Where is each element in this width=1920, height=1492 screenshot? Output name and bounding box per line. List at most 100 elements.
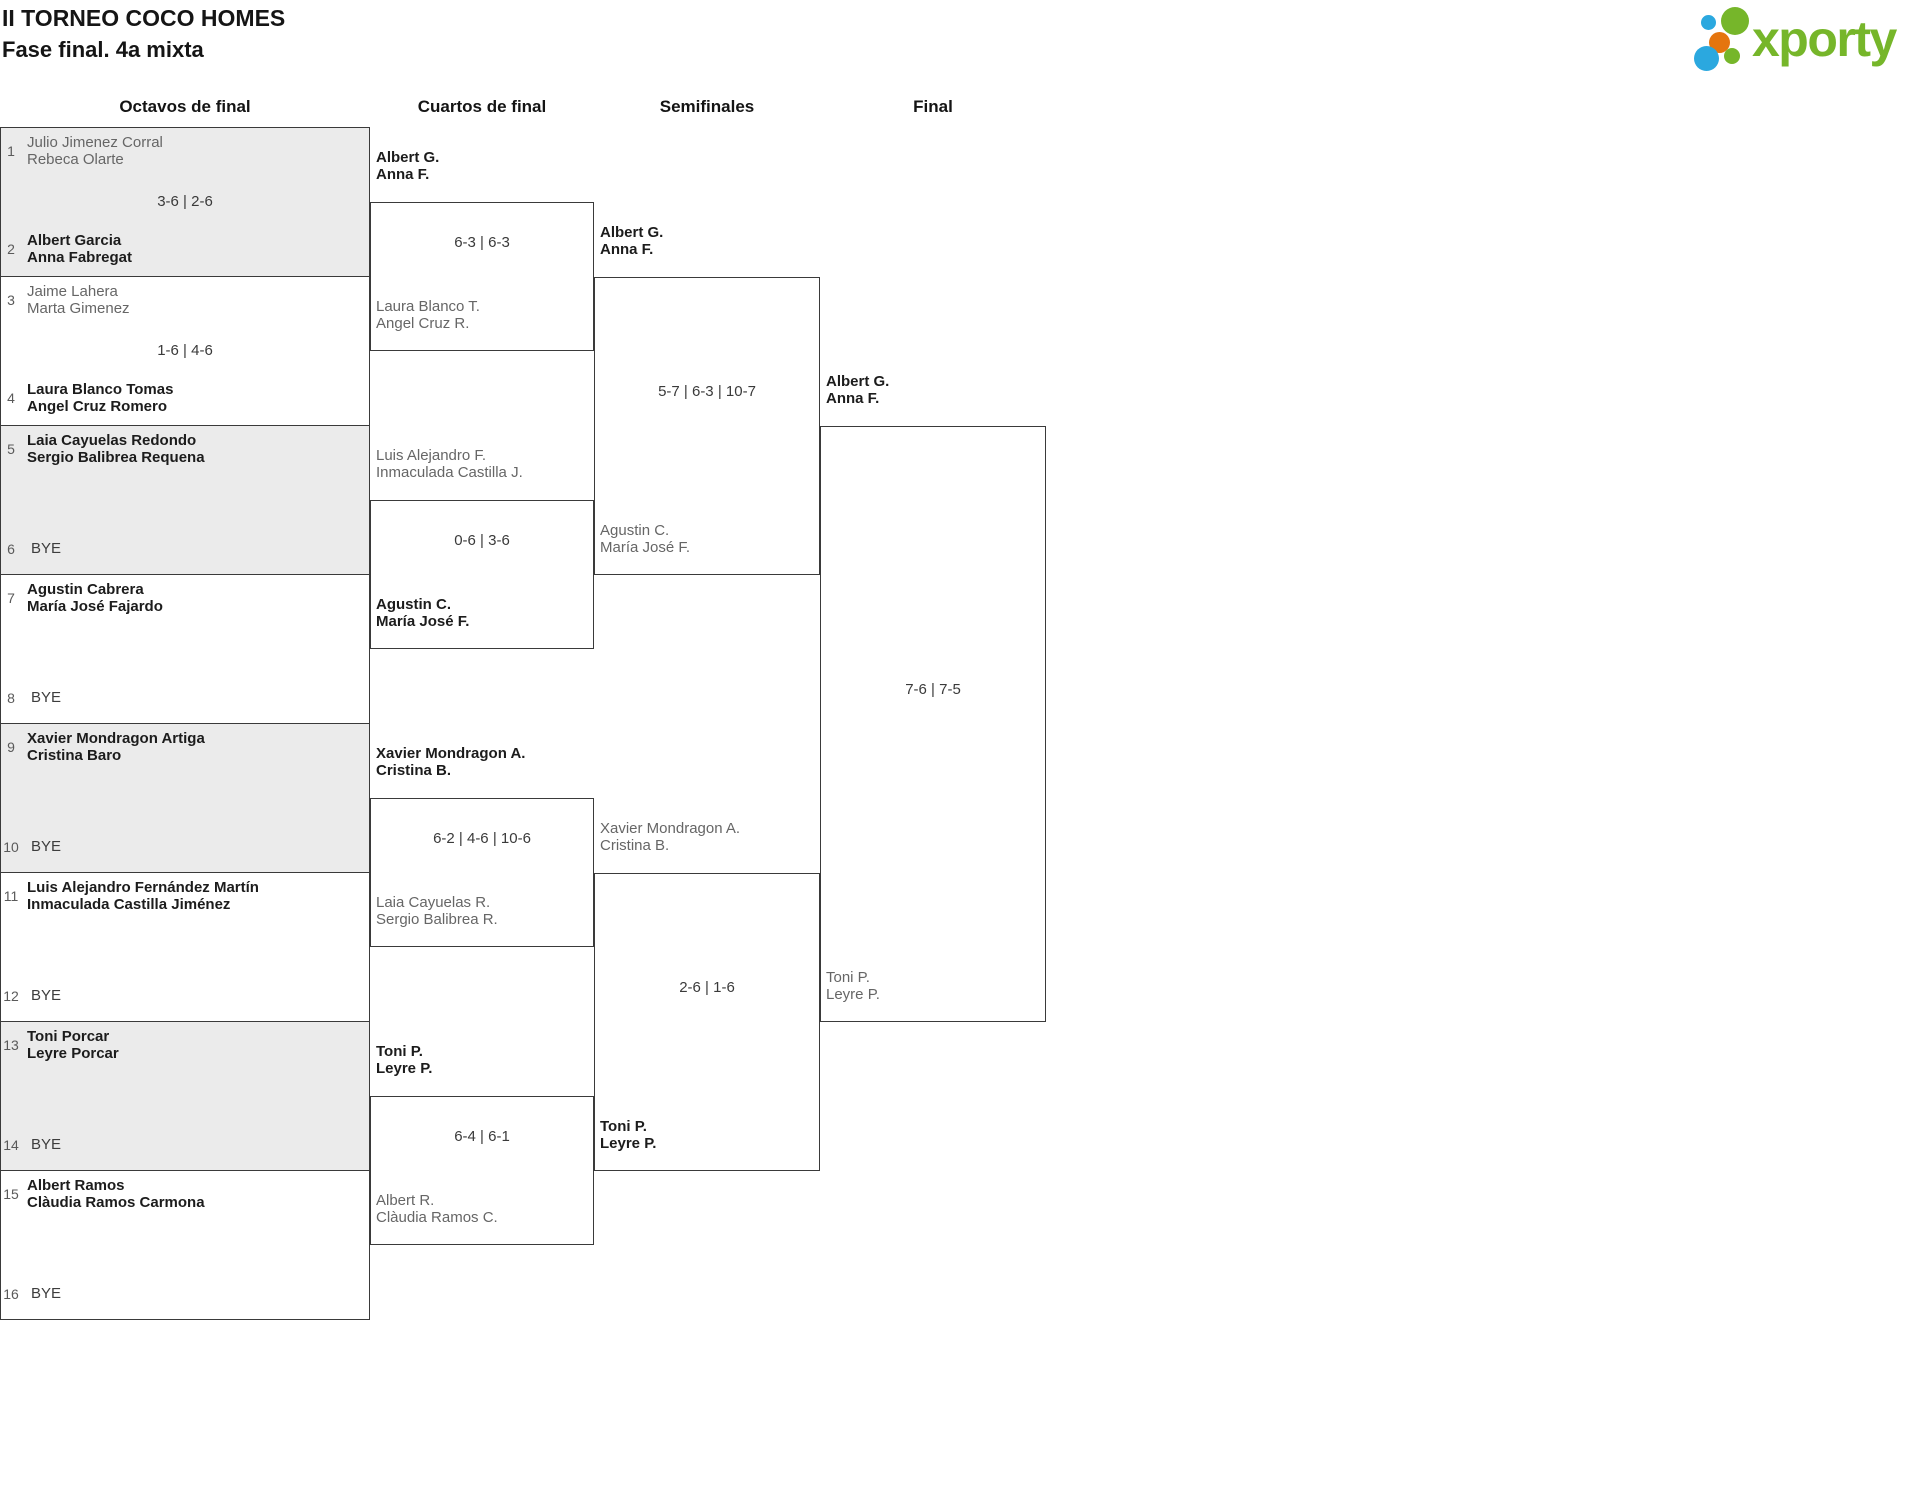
- seed-number: 3: [7, 292, 15, 308]
- team-name-line: Sergio Balibrea Requena: [27, 449, 205, 466]
- team-name: Toni P.Leyre P.: [826, 969, 1044, 1003]
- match-score: 2-6 | 1-6: [679, 979, 735, 996]
- match-box-quarterfinals-4: [370, 1096, 594, 1245]
- team-name-line: Laura Blanco T.: [376, 298, 480, 315]
- team-name: Laia Cayuelas R.Sergio Balibrea R.: [376, 894, 592, 928]
- team-name-line: Leyre P.: [376, 1060, 433, 1077]
- team-name: Albert G.Anna F.: [376, 149, 592, 183]
- seed-number: 11: [3, 888, 19, 904]
- page-title: II TORNEO COCO HOMES: [2, 5, 286, 31]
- team-name-line: Albert Ramos: [27, 1177, 125, 1194]
- team-name-line: Laura Blanco Tomas: [27, 381, 174, 398]
- match-score: 0-6 | 3-6: [454, 532, 510, 549]
- seed-number: 9: [7, 739, 15, 755]
- column-header-final: Final: [913, 97, 953, 116]
- seed-number: 8: [7, 689, 15, 706]
- seed-number: 16: [3, 1285, 19, 1302]
- team-name-line: Cristina B.: [376, 762, 452, 779]
- match-box-r16-1: [0, 127, 370, 277]
- seed-number: 14: [3, 1136, 19, 1153]
- match-box-r16-6: [0, 872, 370, 1022]
- seed-number: 2: [7, 241, 15, 257]
- team-name: Laura Blanco T.Angel Cruz R.: [376, 298, 592, 332]
- match-score: 7-6 | 7-5: [905, 681, 961, 698]
- bye-label: BYE: [31, 987, 62, 1004]
- bye-label: BYE: [31, 540, 62, 557]
- seed-number: 5: [7, 441, 15, 457]
- seed-number: 12: [3, 987, 19, 1004]
- match-box-r16-5: [0, 723, 370, 873]
- team-name-line: Clàudia Ramos Carmona: [27, 1194, 205, 1211]
- team-name-line: Julio Jimenez Corral: [27, 134, 163, 151]
- seed-number: 7: [7, 590, 15, 606]
- team-name-line: Laia Cayuelas R.: [376, 894, 491, 911]
- match-box-quarterfinals-2: [370, 500, 594, 649]
- xporty-logo[interactable]: xporty: [1686, 2, 1920, 78]
- match-box-semifinals-1: [594, 277, 820, 575]
- match-score: 5-7 | 6-3 | 10-7: [658, 383, 756, 400]
- team-name-line: Agustin C.: [376, 596, 451, 613]
- team-name: Agustin C.María José F.: [376, 596, 592, 630]
- team-name: Albert G.Anna F.: [600, 224, 818, 258]
- bye-label: BYE: [31, 1285, 62, 1302]
- match-box-quarterfinals-1: [370, 202, 594, 351]
- team-name: Albert G.Anna F.: [826, 373, 1044, 407]
- match-box-r16-4: [0, 574, 370, 724]
- match-score: 6-2 | 4-6 | 10-6: [433, 830, 531, 847]
- match-box-quarterfinals-3: [370, 798, 594, 947]
- team-name-line: Agustin C.: [600, 522, 670, 539]
- logo-dot-green-large: [1721, 7, 1749, 35]
- team-name-line: Toni P.: [600, 1118, 647, 1135]
- team-name-line: María José F.: [376, 613, 470, 630]
- team-name-line: Anna F.: [600, 241, 654, 258]
- team-name-line: Inmaculada Castilla Jiménez: [27, 896, 231, 913]
- team-name-line: Leyre Porcar: [27, 1045, 119, 1062]
- team-name-line: Inmaculada Castilla J.: [376, 464, 523, 481]
- team-name-line: Cristina B.: [600, 837, 670, 854]
- logo-dot-blue-large: [1694, 46, 1719, 71]
- team-name-line: Luis Alejandro F.: [376, 447, 487, 464]
- team-name-line: Albert Garcia: [27, 232, 122, 249]
- team-name-line: Rebeca Olarte: [27, 151, 124, 168]
- team-name-line: Cristina Baro: [27, 747, 122, 764]
- seed-number: 15: [3, 1186, 19, 1202]
- team-name-line: Toni P.: [376, 1043, 423, 1060]
- match-box-r16-3: [0, 425, 370, 575]
- logo-text: xporty: [1752, 11, 1897, 67]
- team-name-line: Angel Cruz R.: [376, 315, 470, 332]
- match-box-final-1: [820, 426, 1046, 1022]
- team-name-line: Leyre P.: [826, 986, 880, 1003]
- match-box-r16-7: [0, 1021, 370, 1171]
- logo-dot-blue-small: [1701, 15, 1716, 30]
- team-name-line: Marta Gimenez: [27, 300, 130, 317]
- team-name-line: Anna F.: [376, 166, 430, 183]
- column-header-semifinales: Semifinales: [659, 97, 755, 116]
- team-name-line: Albert R.: [376, 1192, 435, 1209]
- seed-number: 1: [7, 143, 15, 159]
- team-name-line: Laia Cayuelas Redondo: [27, 432, 197, 449]
- match-box-r16-2: [0, 276, 370, 426]
- seed-number: 10: [3, 838, 19, 855]
- team-name-line: Xavier Mondragon A.: [600, 820, 741, 837]
- team-name-line: Toni Porcar: [27, 1028, 110, 1045]
- team-name-line: Sergio Balibrea R.: [376, 911, 498, 928]
- team-name-line: Albert G.: [826, 373, 890, 390]
- seed-number: 13: [3, 1037, 19, 1053]
- team-name-line: María José Fajardo: [27, 598, 163, 615]
- team-name-line: Toni P.: [826, 969, 870, 986]
- team-name-line: Xavier Mondragon Artiga: [27, 730, 205, 747]
- match-box-r16-8: [0, 1170, 370, 1320]
- column-header-octavos: Octavos de final: [119, 97, 251, 116]
- seed-number: 4: [7, 390, 15, 406]
- match-box-semifinals-2: [594, 873, 820, 1171]
- bye-label: BYE: [31, 689, 62, 706]
- team-name-line: Jaime Lahera: [27, 283, 118, 300]
- team-name-line: María José F.: [600, 539, 691, 556]
- team-name-line: Angel Cruz Romero: [27, 398, 168, 415]
